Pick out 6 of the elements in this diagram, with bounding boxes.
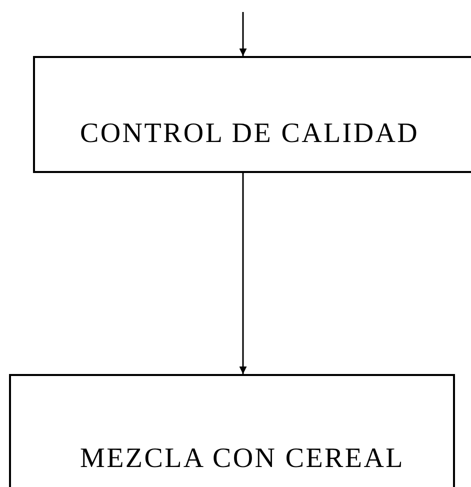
arrow bbox=[239, 12, 247, 56]
box-label: CONTROL DE CALIDAD bbox=[80, 118, 420, 150]
arrow bbox=[239, 173, 247, 374]
process-box bbox=[9, 374, 455, 487]
process-box bbox=[33, 56, 471, 173]
box-label: MEZCLA CON CEREAL bbox=[80, 443, 404, 475]
